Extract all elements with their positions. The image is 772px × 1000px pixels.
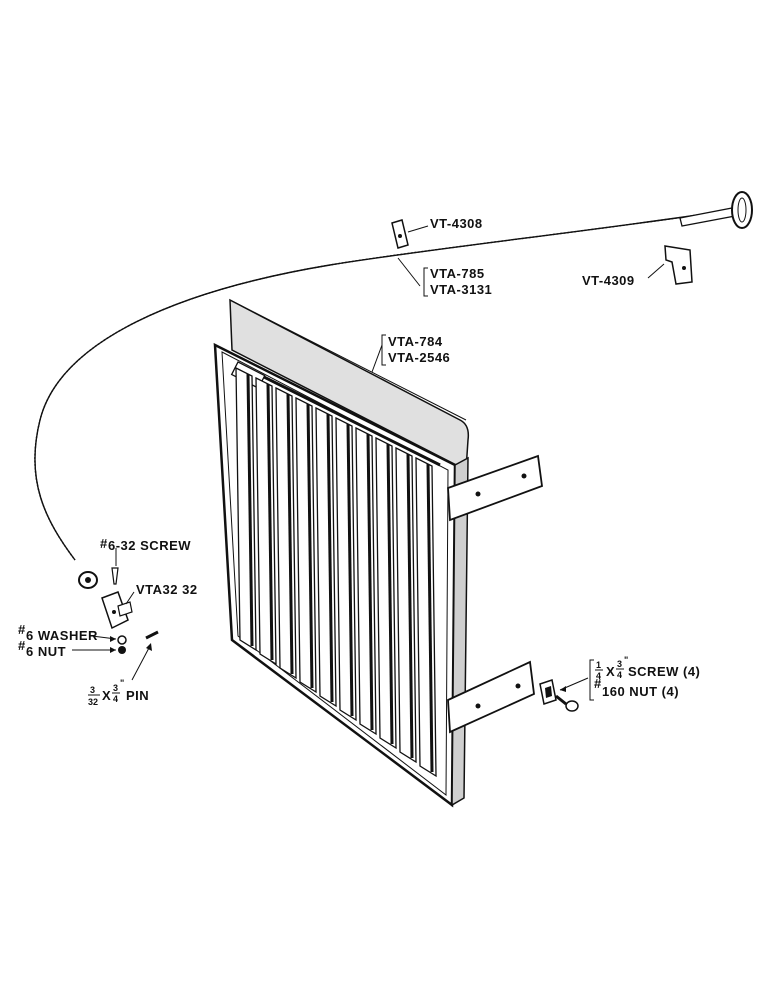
label-vta785: VTA-785 [430, 266, 485, 281]
cable-knob [679, 191, 753, 229]
cable-end-fitting [78, 571, 98, 589]
label-washer6: 6 WASHER [26, 628, 98, 643]
label-vta3232: VTA32 32 [136, 582, 198, 597]
svg-text:SCREW (4): SCREW (4) [628, 664, 700, 679]
svg-text:X: X [102, 688, 111, 703]
label-hash-washer: # [18, 622, 26, 637]
svg-text:4: 4 [596, 671, 601, 681]
label-hash-nut: # [18, 638, 26, 653]
label-vta784: VTA-784 [388, 334, 443, 349]
svg-text:PIN: PIN [126, 688, 149, 703]
bracket-vta785 [397, 257, 428, 297]
hardware-left [72, 548, 159, 681]
label-vt4309: VT-4309 [582, 273, 635, 288]
shutter-assembly [213, 298, 543, 808]
svg-text:": " [120, 678, 124, 688]
label-vt4308: VT-4308 [430, 216, 483, 231]
label-vta3131: VTA-3131 [430, 282, 492, 297]
mounting-strap-top [447, 454, 543, 522]
mounting-strap-bottom [447, 660, 535, 734]
label-nut6: 6 NUT [26, 644, 66, 659]
label-screw632: 6-32 SCREW [108, 538, 191, 553]
louver-blades [235, 366, 437, 778]
bracket-vta784 [371, 334, 386, 373]
svg-text:32: 32 [88, 697, 98, 707]
control-cable [34, 191, 753, 589]
label-nut160: 160 NUT (4) [602, 684, 679, 699]
label-hash-nut160: # [594, 676, 602, 691]
svg-text:3: 3 [90, 685, 95, 695]
bracket-vt4309 [647, 245, 693, 285]
svg-text:3: 3 [617, 659, 622, 669]
label-pin: 3 32 X 3 4 " PIN [88, 678, 149, 707]
svg-text:X: X [606, 664, 615, 679]
label-hash-screw: # [100, 536, 108, 551]
clip-vt4308 [391, 219, 429, 249]
svg-text:": " [624, 655, 628, 665]
svg-text:1: 1 [596, 660, 601, 670]
svg-text:3: 3 [113, 683, 118, 693]
svg-text:4: 4 [617, 670, 622, 680]
svg-text:4: 4 [113, 694, 118, 704]
label-screw-quarter: 1 4 X 3 4 " SCREW (4) [595, 655, 700, 681]
label-vta2546: VTA-2546 [388, 350, 450, 365]
hardware-right [539, 659, 594, 712]
